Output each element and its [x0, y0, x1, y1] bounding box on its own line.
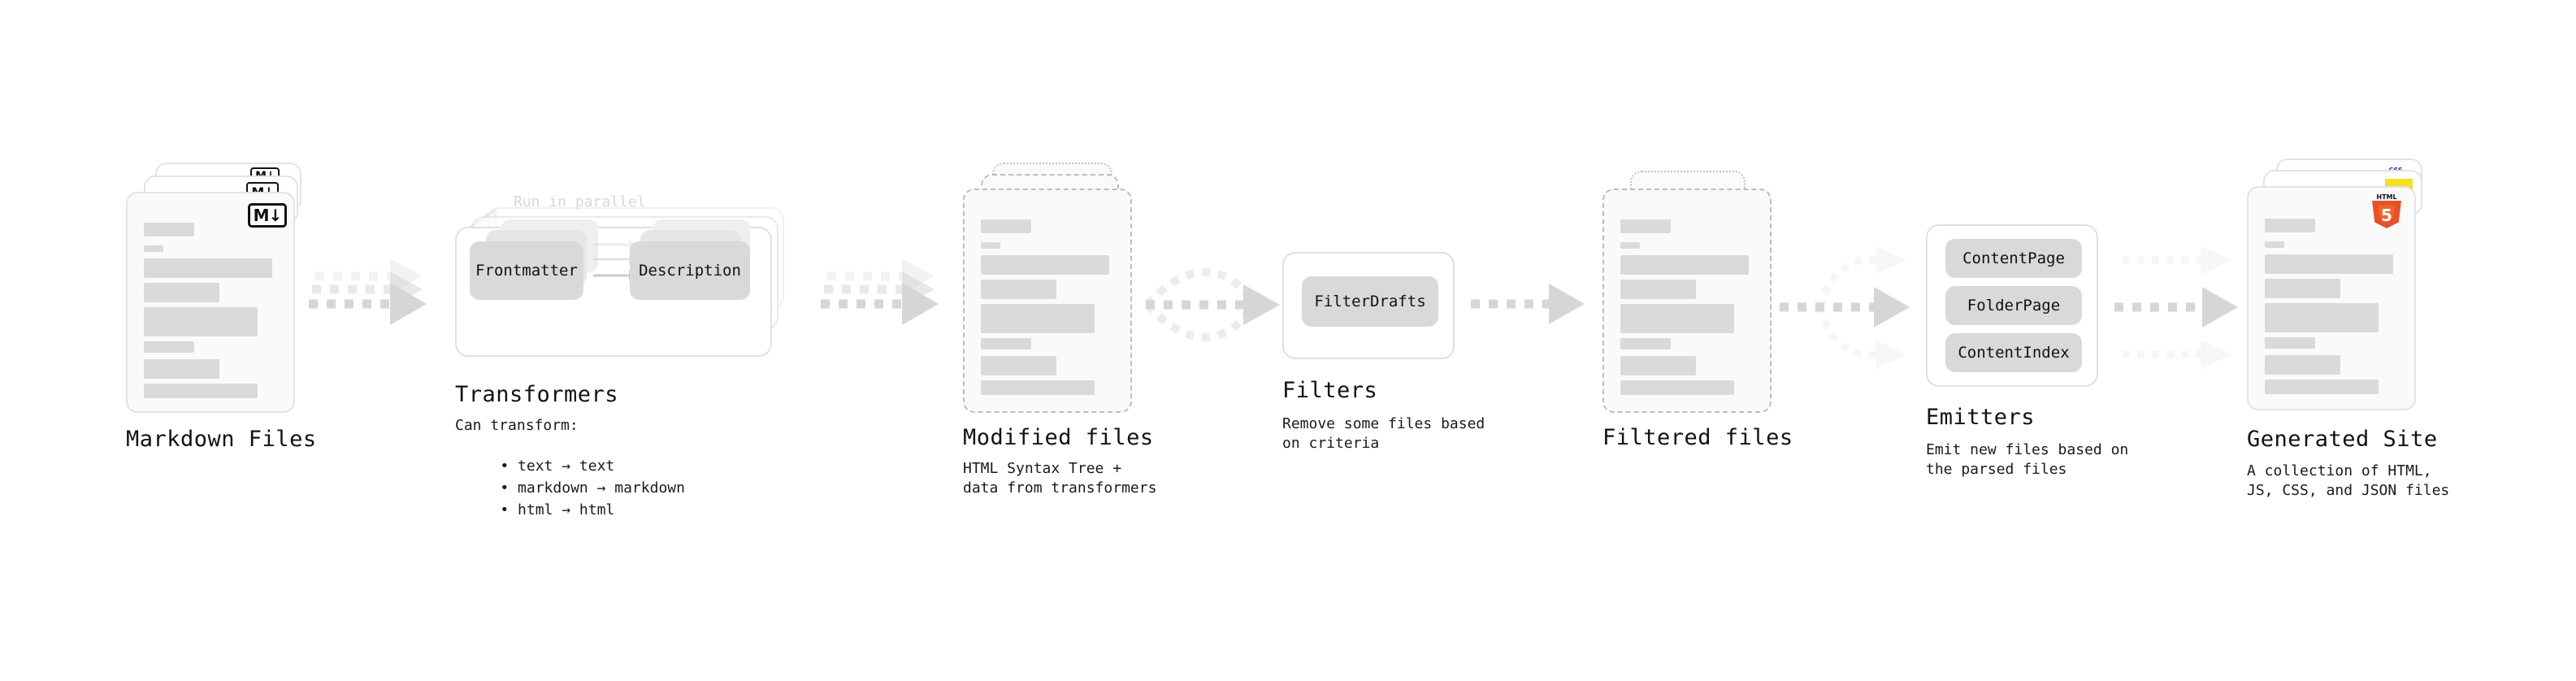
transformers-bullet-1: • text → text [465, 438, 614, 494]
content-bar [144, 283, 219, 302]
content-bar [2265, 279, 2340, 298]
modified-card-front [963, 189, 1132, 413]
markdown-card-front: M↓ [126, 192, 295, 413]
bullet-text: html → html [518, 501, 615, 518]
transformers-desc: Can transform: [455, 417, 579, 434]
content-bar [2265, 219, 2315, 232]
markdown-icon: M↓ [248, 203, 287, 228]
content-bar [1620, 255, 1749, 275]
modified-desc-line-1: HTML Syntax Tree + [963, 460, 1122, 477]
filtered-files-stack [1602, 171, 1789, 414]
bullet-glyph: • [500, 458, 518, 475]
chip-folderpage[interactable]: FolderPage [1945, 286, 2082, 325]
content-bar [2265, 380, 2379, 394]
content-bar [144, 245, 163, 252]
content-bar [2265, 241, 2284, 248]
content-bar [144, 359, 219, 379]
content-bar [981, 338, 1031, 349]
generated-site-stack: CSS HTML 5 [2247, 158, 2442, 419]
content-bar [981, 380, 1095, 395]
arrow-modified-to-filters [1144, 268, 1280, 341]
content-bar [144, 341, 194, 353]
content-bar [144, 223, 194, 236]
modified-desc-line-2: data from transformers [963, 479, 1157, 497]
filters-desc-line-2: on criteria [1282, 435, 1380, 452]
filters-desc-line-1: Remove some files based [1282, 415, 1485, 432]
emitters-group: ContentPage FolderPage ContentIndex [1926, 224, 2098, 387]
transformers-bullet-3: • html → html [465, 482, 614, 538]
stage-title-generated: Generated Site [2247, 427, 2438, 452]
content-bar [1620, 280, 1696, 299]
bullet-glyph: • [500, 501, 518, 518]
content-bar [981, 356, 1056, 375]
arrow-filtered-to-emitters [1780, 245, 1910, 369]
filtered-card-front [1602, 189, 1772, 413]
markdown-files-stack: M↓ M↓ M↓ [126, 163, 313, 414]
generated-desc-line-2: JS, CSS, and JSON files [2247, 482, 2450, 499]
content-bar [1620, 304, 1734, 333]
html5-icon: HTML 5 [2372, 193, 2401, 228]
content-bar [2265, 254, 2393, 274]
content-bar [1620, 242, 1640, 249]
chip-description[interactable]: Description [630, 241, 750, 300]
transformers-bullet-2: • markdown → markdown [465, 460, 685, 516]
arrow-transformers-to-modified [821, 258, 939, 325]
html5-icon-word: HTML [2376, 193, 2397, 201]
stage-title-modified: Modified files [963, 425, 1154, 450]
stage-title-filters: Filters [1282, 378, 1378, 403]
filters-group: FilterDrafts [1282, 252, 1455, 359]
content-bar [1620, 356, 1696, 375]
chip-filterdrafts[interactable]: FilterDrafts [1302, 276, 1438, 327]
bullet-text: text → text [518, 458, 615, 475]
content-bar [144, 384, 258, 398]
content-bar [144, 307, 258, 336]
site-card-front: HTML 5 [2247, 186, 2416, 410]
stage-title-transformers: Transformers [455, 382, 619, 407]
stage-title-filtered: Filtered files [1602, 425, 1793, 450]
content-bar [981, 255, 1109, 275]
content-bar [981, 242, 1000, 249]
bullet-glyph: • [500, 479, 518, 497]
run-in-parallel-label: Run in parallel [514, 193, 646, 210]
content-bar [2265, 303, 2379, 332]
content-bar [981, 280, 1056, 299]
content-bar [1620, 338, 1671, 349]
content-bar [981, 219, 1031, 233]
content-bar [1620, 380, 1734, 395]
chip-frontmatter[interactable]: Frontmatter [470, 241, 583, 300]
stage-title-markdown: Markdown Files [126, 427, 317, 452]
generated-desc-line-1: A collection of HTML, [2247, 462, 2432, 479]
content-bar [2265, 355, 2340, 375]
arrow-markdown-to-transformers [309, 258, 427, 325]
html5-icon-five: 5 [2381, 206, 2392, 225]
html5-icon-inner [2378, 206, 2396, 222]
chip-contentindex[interactable]: ContentIndex [1945, 333, 2082, 372]
content-bar [981, 304, 1095, 333]
stage-title-emitters: Emitters [1926, 405, 2036, 430]
content-bar [144, 258, 272, 278]
modified-files-stack [963, 163, 1150, 414]
content-bar [1620, 219, 1671, 233]
content-bar [2265, 337, 2315, 349]
emitters-desc-line-1: Emit new files based on [1926, 441, 2129, 458]
arrow-filters-to-filtered [1471, 284, 1585, 324]
emitters-desc-line-2: the parsed files [1926, 461, 2067, 478]
bullet-text: markdown → markdown [518, 479, 685, 497]
arrow-emitters-to-site [2114, 245, 2238, 369]
transformers-group-stack: Frontmatter Description [455, 207, 796, 362]
chip-contentpage[interactable]: ContentPage [1945, 239, 2082, 278]
